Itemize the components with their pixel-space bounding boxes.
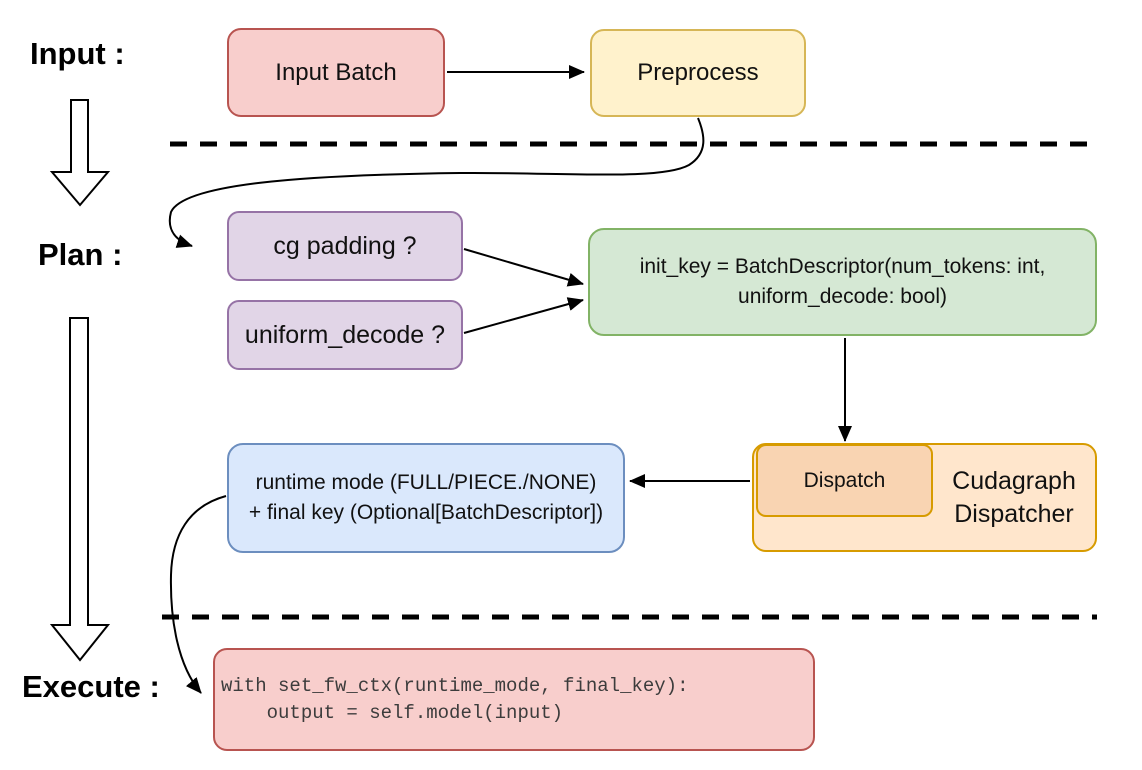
cudagraph-dispatcher-label: Cudagraph Dispatcher [932,445,1096,550]
hollow-down-arrow-icon-input [49,99,111,207]
preprocess-node: Preprocess [590,29,806,117]
cudagraph-dispatcher-line-1: Cudagraph [952,466,1076,495]
cg-padding-label: cg padding ? [273,231,417,260]
input-batch-node: Input Batch [227,28,445,117]
uniform-decode-label: uniform_decode ? [244,320,446,349]
runtime-result-line-1: runtime mode (FULL/PIECE./NONE) [255,471,597,494]
arrow-uniform-decode-to-init-key [463,297,584,334]
runtime-result-line-2: + final key (Optional[BatchDescriptor]) [248,501,604,524]
preprocess-label: Preprocess [637,59,759,87]
section-label-execute: Execute : [22,669,160,704]
arrow-cg-padding-to-init-key [463,248,584,287]
dispatch-node: Dispatch [756,444,933,517]
execute-code-node: with set_fw_ctx(runtime_mode, final_key)… [213,648,815,751]
uniform-decode-node: uniform_decode ? [227,300,463,370]
init-key-line-1: init_key = BatchDescriptor(num_tokens: i… [639,255,1046,278]
init-key-line-2: uniform_decode: bool) [738,285,947,308]
dispatch-label: Dispatch [803,468,886,492]
init-key-node: init_key = BatchDescriptor(num_tokens: i… [588,228,1097,336]
execute-code-line-1: with set_fw_ctx(runtime_mode, final_key)… [221,674,689,697]
input-batch-label: Input Batch [275,58,397,86]
cg-padding-node: cg padding ? [227,211,463,281]
execute-code-line-2: output = self.model(input) [221,701,564,724]
section-label-input: Input : [30,36,125,71]
cudagraph-dispatcher-line-2: Dispatcher [954,499,1074,528]
runtime-result-node: runtime mode (FULL/PIECE./NONE) + final … [227,443,625,553]
section-label-plan: Plan : [38,237,123,272]
hollow-down-arrow-icon-plan [49,317,111,662]
